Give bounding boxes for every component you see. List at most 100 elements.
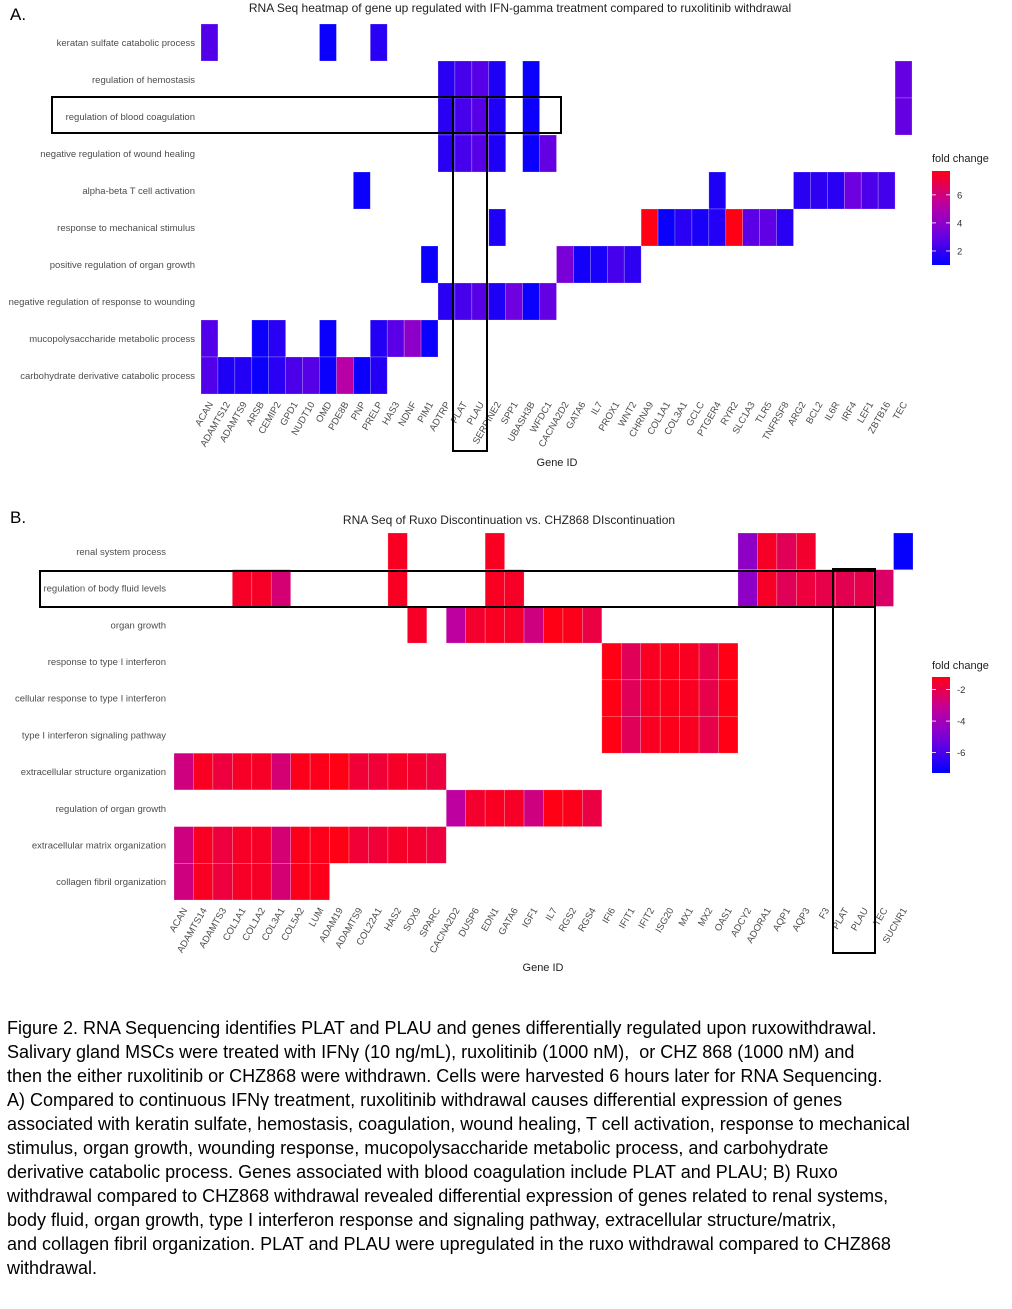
gene-tick-label: NDNF [396, 400, 419, 429]
heatmap-cell [708, 171, 727, 210]
heatmap-cell [620, 679, 642, 717]
heatmap-cell [290, 752, 311, 791]
heatmap-cell [193, 826, 214, 864]
heatmap-cell [200, 319, 219, 358]
heatmap-cell [873, 569, 894, 607]
row-label: collagen fibril organization [56, 877, 166, 888]
legend-colorbar [932, 677, 950, 773]
heatmap-cell [894, 97, 913, 136]
heatmap-cell [407, 752, 428, 791]
heatmap-cell [270, 752, 291, 791]
gene-tick-label: IFI6 [600, 906, 618, 926]
heatmap-cell [368, 752, 389, 791]
heatmap-cell [420, 319, 439, 358]
heatmap-cell [217, 356, 236, 395]
heatmap-cell [454, 134, 473, 173]
heatmap-cell [445, 606, 467, 644]
heatmap-cell [737, 532, 758, 571]
heatmap-cell [488, 208, 507, 247]
chart-title: RNA Seq heatmap of gene up regulated wit… [249, 1, 791, 15]
heatmap-cell [193, 862, 214, 901]
gene-tick-label: TEC [891, 400, 910, 422]
heatmap-cell [659, 679, 680, 717]
heatmap-cell [200, 23, 219, 62]
heatmap-cell [894, 60, 913, 99]
heatmap-cell [437, 60, 456, 99]
heatmap-cell [454, 60, 473, 99]
gene-tick-label: AQP1 [771, 906, 793, 933]
heatmap-cell [488, 97, 507, 136]
heatmap-cell [270, 862, 291, 901]
heatmap-cell [640, 716, 661, 754]
heatmap-cell [232, 752, 253, 791]
heatmap-cell [893, 532, 914, 571]
heatmap-cell [776, 532, 797, 571]
heatmap-cell [319, 356, 337, 395]
heatmap-cell [369, 319, 388, 358]
legend-tick-label: -6 [957, 748, 965, 759]
heatmap-cell [674, 208, 693, 247]
heatmap-cell [234, 356, 253, 395]
heatmap-cell [504, 789, 525, 827]
heatmap-cell [270, 569, 291, 607]
heatmap-figure: RNA Seq heatmap of gene up regulated wit… [9, 1, 989, 974]
heatmap-cell [793, 171, 811, 210]
heatmap-cell [484, 532, 505, 571]
heatmap-cell [251, 356, 270, 395]
heatmap-cell [543, 606, 564, 644]
heatmap-cell [369, 23, 388, 62]
x-axis-label: Gene ID [523, 962, 564, 974]
heatmap-cell [445, 789, 467, 827]
caption-line: and collagen fibril organization. PLAT a… [7, 1234, 891, 1254]
heatmap-cell [319, 23, 337, 62]
heatmap-cell [270, 826, 291, 864]
heatmap-cell [504, 606, 525, 644]
heatmap-cell [757, 569, 778, 607]
heatmap-cell [232, 826, 253, 864]
gene-tick-label: F3 [817, 906, 832, 921]
heatmap-cell [454, 97, 473, 136]
heatmap-cell [212, 826, 233, 864]
heatmap-cell [640, 208, 659, 247]
heatmap-cell [698, 642, 719, 681]
heatmap-cell [290, 862, 311, 901]
gene-tick-label: ARG2 [786, 400, 808, 428]
heatmap-cell [776, 569, 797, 607]
heatmap-cell [488, 282, 507, 321]
panel-b-letter: B. [10, 508, 27, 527]
heatmap-cell [471, 60, 490, 99]
heatmap-cell [353, 171, 371, 210]
heatmap-cell [285, 356, 303, 395]
heatmap-cell [251, 569, 272, 607]
caption-line: Figure 2. RNA Sequencing identifies PLAT… [7, 1018, 877, 1038]
heatmap-cell [708, 208, 727, 247]
heatmap-cell [420, 245, 439, 284]
caption-line: withdrawal compared to CHZ868 withdrawal… [7, 1186, 889, 1206]
heatmap-cell [522, 282, 540, 321]
heatmap-cell [426, 826, 447, 864]
heatmap-cell [601, 679, 622, 717]
gene-tick-label: IL7 [589, 400, 605, 417]
gene-tick-label: AQP3 [790, 906, 812, 933]
legend-title: fold change [932, 660, 989, 672]
heatmap-cell [309, 752, 330, 791]
heatmap-cell [691, 208, 710, 247]
heatmap-cell [737, 569, 758, 607]
heatmap-cell [426, 752, 447, 791]
heatmap-cell [573, 245, 591, 284]
caption-line: associated with keratin sulfate, hemosta… [7, 1114, 910, 1134]
heatmap-cell [504, 569, 525, 607]
gene-tick-label: MX2 [696, 906, 715, 928]
legend-tick-label: 2 [957, 246, 962, 257]
heatmap-cell [623, 245, 642, 284]
heatmap-cell [698, 679, 719, 717]
row-label: extracellular structure organization [21, 767, 166, 778]
caption-line: withdrawal. [7, 1258, 98, 1278]
heatmap-cell [718, 642, 739, 681]
heatmap-cell [251, 862, 272, 901]
heatmap-cell [251, 752, 272, 791]
heatmap-cell [173, 752, 194, 791]
heatmap-cell [543, 789, 564, 827]
heatmap-cell [369, 356, 388, 395]
heatmap-cell [336, 356, 354, 395]
